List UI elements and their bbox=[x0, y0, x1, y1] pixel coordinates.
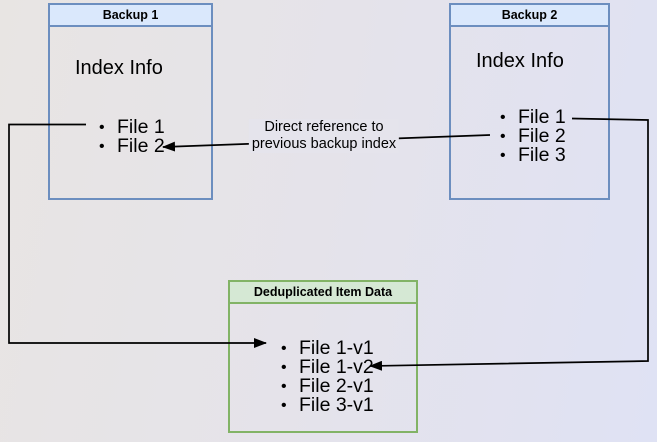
node-title: Backup 1 bbox=[102, 8, 159, 22]
list-item: File 1-v1 bbox=[281, 338, 374, 358]
node-deduplicated-item-data: Deduplicated Item Data File 1-v1File 1-v… bbox=[228, 280, 418, 433]
node-backup2: Backup 2 Index Info File 1File 2File 3 bbox=[449, 3, 610, 200]
list-item: File 1-v2 bbox=[281, 357, 374, 377]
node-backup1: Backup 1 Index Info File 1File 2 bbox=[48, 3, 213, 200]
file-list: File 1File 2 bbox=[99, 117, 165, 156]
index-info-label: Index Info bbox=[476, 50, 564, 72]
node-backup2-header: Backup 2 bbox=[451, 5, 608, 27]
list-item: File 3 bbox=[500, 145, 566, 165]
node-title: Backup 2 bbox=[501, 8, 558, 22]
node-title: Deduplicated Item Data bbox=[253, 285, 393, 299]
edge-label-line2: previous backup index bbox=[251, 136, 397, 152]
edge-label: Direct reference to previous backup inde… bbox=[248, 119, 400, 153]
file-version-list: File 1-v1File 1-v2File 2-v1File 3-v1 bbox=[281, 338, 374, 415]
list-item: File 2-v1 bbox=[281, 376, 374, 396]
list-item: File 2 bbox=[99, 136, 165, 156]
node-dedup-header: Deduplicated Item Data bbox=[230, 282, 416, 304]
node-backup1-header: Backup 1 bbox=[50, 5, 211, 27]
list-item: File 3-v1 bbox=[281, 395, 374, 415]
index-info-label: Index Info bbox=[75, 57, 163, 79]
edge-label-line1: Direct reference to bbox=[264, 119, 384, 135]
file-list: File 1File 2File 3 bbox=[500, 107, 566, 165]
